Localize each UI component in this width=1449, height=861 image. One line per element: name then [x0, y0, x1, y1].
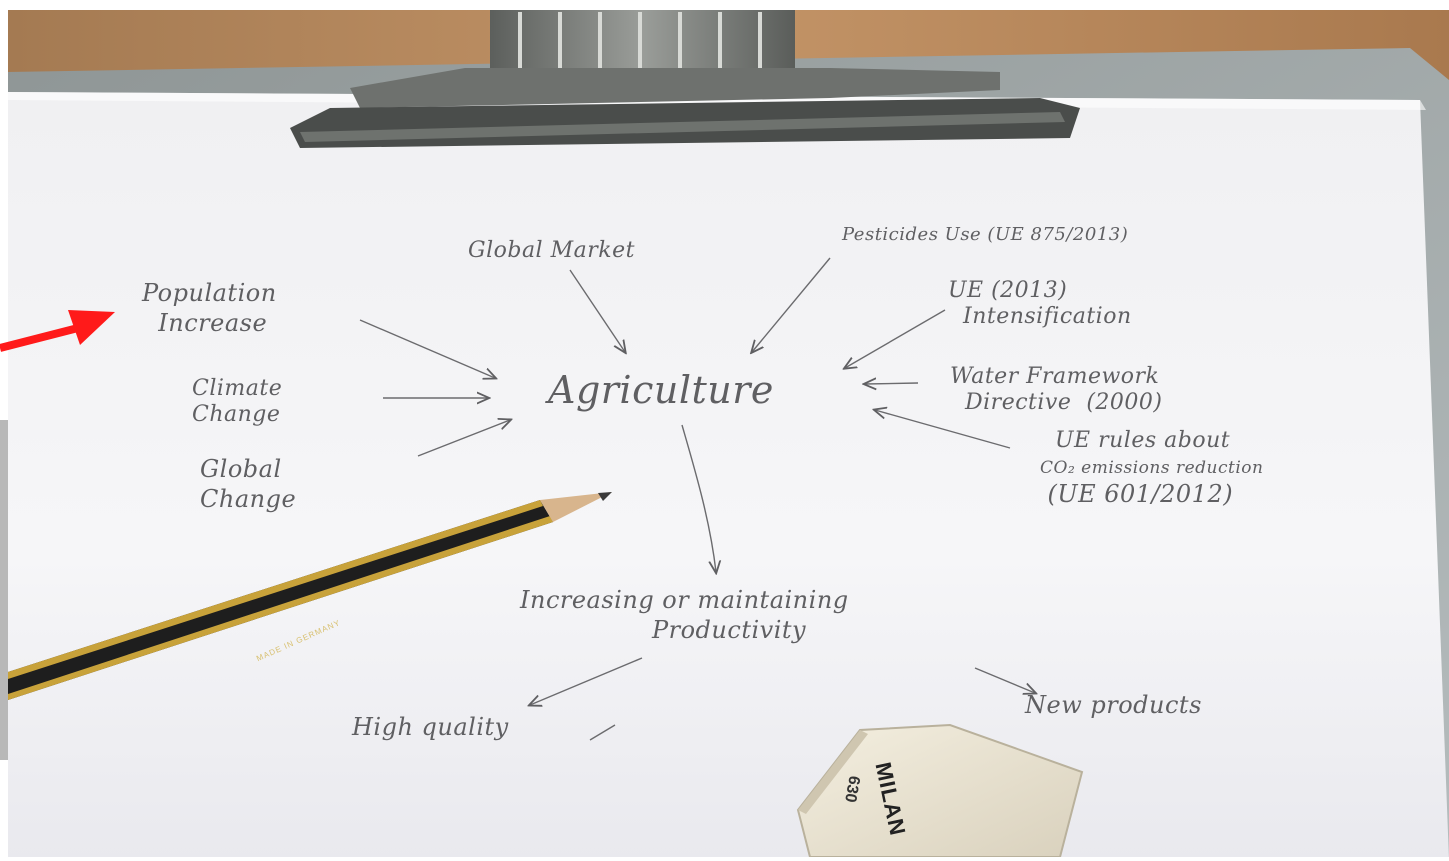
node-climate-change: Climate Change	[192, 376, 283, 427]
red-arrow-annotation	[0, 310, 115, 352]
node-high-quality: High quality	[352, 713, 509, 741]
node-population: Population Increase	[142, 279, 277, 337]
node-new-products: New products	[1025, 691, 1202, 719]
map-arrows	[359, 257, 1035, 705]
metal-clip	[290, 10, 1080, 148]
pencil	[8, 492, 612, 700]
node-ue-2013: UE (2013) Intensification	[948, 278, 1132, 329]
node-co2-rules: UE rules about CO₂ emissions reduction (…	[1040, 428, 1264, 508]
eraser	[796, 723, 1084, 858]
node-pesticides: Pesticides Use (UE 875/2013)	[842, 224, 1129, 245]
paper-sheet	[8, 92, 1449, 860]
node-agriculture: Agriculture	[548, 368, 774, 412]
node-water-framework: Water Framework Directive (2000)	[950, 364, 1163, 415]
node-productivity: Increasing or maintaining Productivity	[520, 586, 849, 644]
node-global-market: Global Market	[468, 238, 635, 263]
node-global-change: Global Change	[200, 455, 297, 513]
